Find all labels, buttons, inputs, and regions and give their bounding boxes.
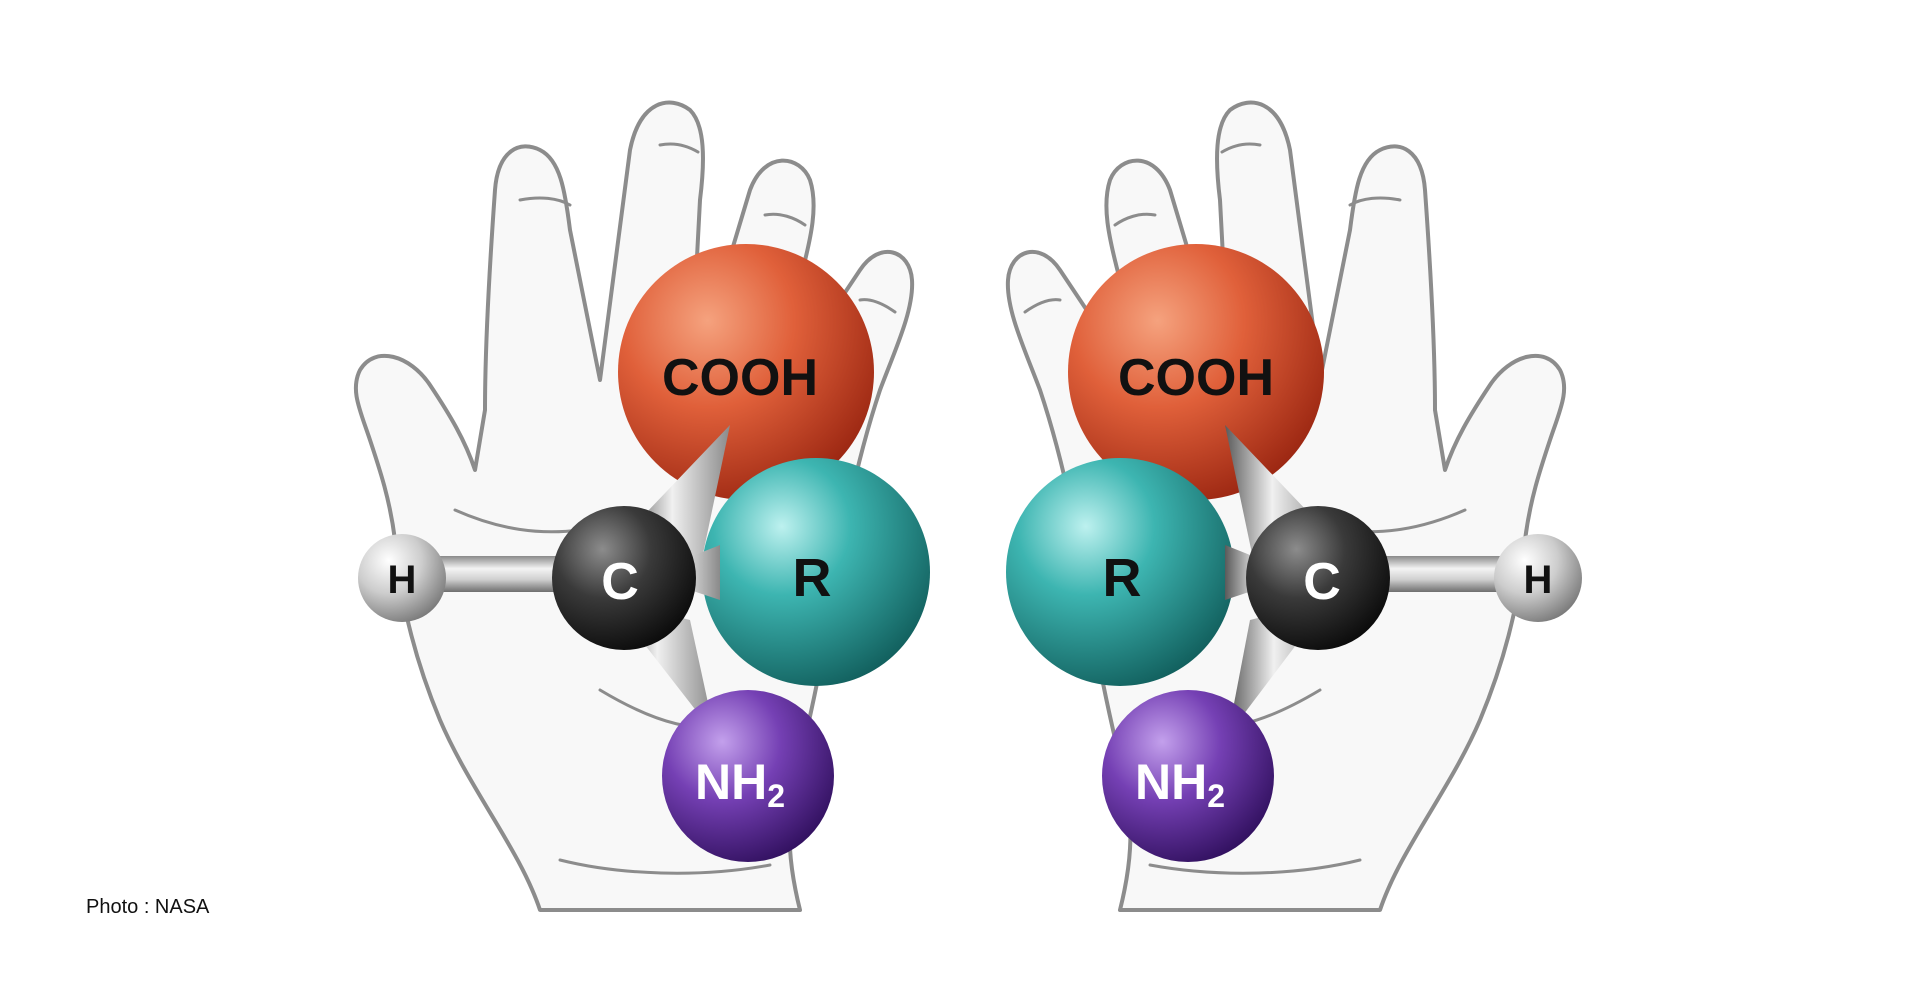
- photo-credit: Photo : NASA: [86, 896, 210, 918]
- cooh-label: COOH: [662, 349, 818, 407]
- nh2-label: NH2: [1135, 754, 1225, 814]
- cooh-atom: [618, 244, 874, 500]
- h-atom: [358, 534, 446, 622]
- nh2-label: NH2: [695, 754, 785, 814]
- nh2-atom: [1102, 690, 1274, 862]
- c-label: C: [1303, 553, 1341, 611]
- right-molecule: COOH R NH2 C H: [1006, 244, 1582, 862]
- r-label: R: [1103, 548, 1142, 608]
- h-label: H: [388, 558, 417, 602]
- h-atom: [1494, 534, 1582, 622]
- nh2-atom: [662, 690, 834, 862]
- c-label: C: [601, 553, 639, 611]
- r-label: R: [793, 548, 832, 608]
- cooh-atom: [1068, 244, 1324, 500]
- h-label: H: [1524, 558, 1553, 602]
- c-atom: [1246, 506, 1390, 650]
- r-atom: [1006, 458, 1234, 686]
- r-atom: [702, 458, 930, 686]
- c-atom: [552, 506, 696, 650]
- cooh-label: COOH: [1118, 349, 1274, 407]
- left-molecule: COOH R NH2 C H: [358, 244, 930, 862]
